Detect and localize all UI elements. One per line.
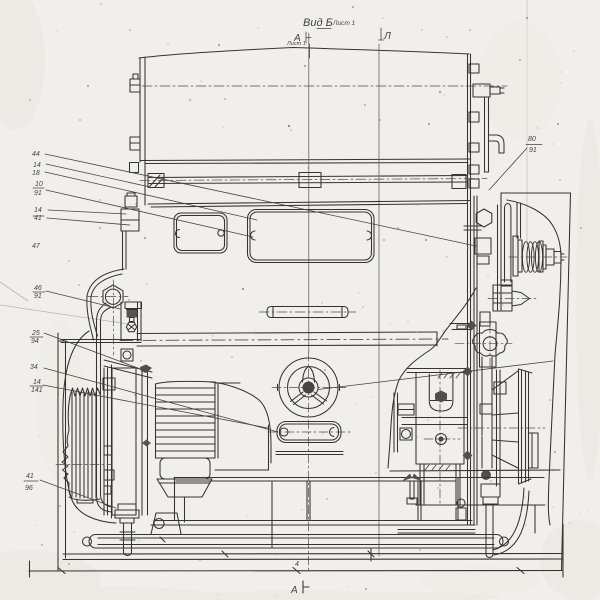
svg-text:4: 4 (295, 561, 299, 568)
svg-text:41: 41 (34, 215, 42, 222)
svg-text:14: 14 (34, 207, 42, 214)
svg-text:Л: Л (383, 31, 391, 42)
svg-text:34: 34 (30, 364, 38, 371)
svg-text:18: 18 (32, 170, 40, 177)
svg-text:Лист 1: Лист 1 (286, 41, 306, 47)
svg-text:94: 94 (31, 338, 39, 345)
svg-text:Лист 1: Лист 1 (332, 20, 356, 27)
svg-text:A: A (290, 585, 298, 596)
svg-text:41: 41 (26, 473, 34, 480)
svg-text:Вид Б: Вид Б (303, 17, 333, 29)
svg-text:25: 25 (31, 330, 40, 337)
svg-text:A: A (293, 33, 301, 44)
svg-text:91: 91 (34, 190, 42, 197)
svg-text:91: 91 (34, 293, 42, 300)
svg-text:91: 91 (529, 147, 537, 154)
svg-text:14: 14 (33, 379, 41, 386)
svg-text:46: 46 (34, 285, 42, 292)
svg-text:80: 80 (528, 136, 536, 143)
svg-text:47: 47 (32, 243, 41, 250)
svg-text:44: 44 (32, 151, 40, 158)
svg-text:96: 96 (25, 485, 33, 492)
svg-text:14: 14 (33, 162, 41, 169)
svg-text:10: 10 (35, 181, 43, 188)
svg-text:141: 141 (31, 387, 43, 394)
